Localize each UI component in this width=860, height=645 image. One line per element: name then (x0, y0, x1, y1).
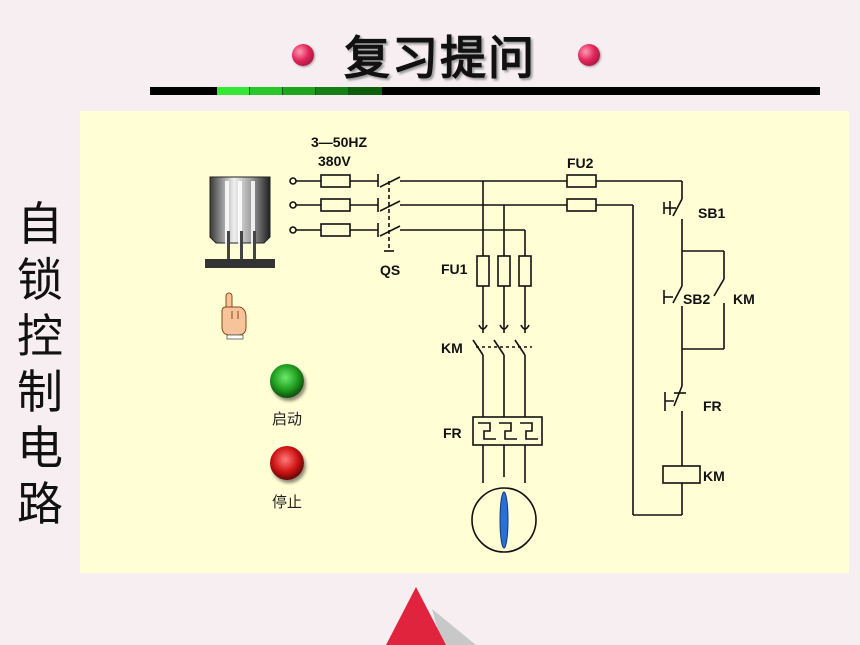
left-bullet-dot-icon (292, 44, 314, 66)
stop-button[interactable] (270, 446, 304, 480)
start-button[interactable] (270, 364, 304, 398)
side-title-char: 自 (17, 197, 63, 251)
motor-rotor-icon (499, 491, 509, 549)
circuit-panel: 3—50HZ 380V (80, 111, 849, 573)
side-title-char: 控 (17, 309, 63, 363)
header: 复习提问 (0, 0, 860, 100)
right-bullet-dot-icon (578, 44, 600, 66)
contactor-device-icon (205, 176, 275, 268)
side-title-char: 电 (17, 421, 63, 475)
start-button-label: 启动 (271, 410, 302, 428)
voltage-label: 380V (318, 153, 351, 169)
supply-label: 3—50HZ (311, 134, 367, 150)
stop-button-label: 停止 (271, 493, 302, 511)
page-title: 复习提问 (344, 31, 536, 85)
decorative-triangles (386, 587, 476, 645)
side-title: 自 锁 控 制 电 路 (14, 196, 66, 532)
sb1-label: SB1 (698, 205, 725, 221)
sb2-label: SB2 (683, 291, 710, 307)
km-coil-label: KM (703, 468, 725, 484)
grey-triangle-shape (432, 609, 476, 645)
title-underline-green-segment (217, 87, 382, 95)
fr-ctrl-label: FR (703, 398, 722, 414)
km-main-label: KM (441, 340, 463, 356)
fu1-label: FU1 (441, 261, 468, 277)
hand-pointer-icon (221, 292, 247, 340)
fr-main-label: FR (443, 425, 462, 441)
side-title-char: 制 (17, 365, 63, 419)
side-title-char: 路 (17, 477, 63, 531)
side-title-char: 锁 (17, 253, 63, 307)
circuit-diagram: 3—50HZ 380V (205, 134, 755, 553)
red-triangle-shape (386, 587, 446, 645)
qs-label: QS (380, 262, 400, 278)
km-aux-label: KM (733, 291, 755, 307)
title-underline (150, 87, 820, 95)
fu2-label: FU2 (567, 155, 594, 171)
